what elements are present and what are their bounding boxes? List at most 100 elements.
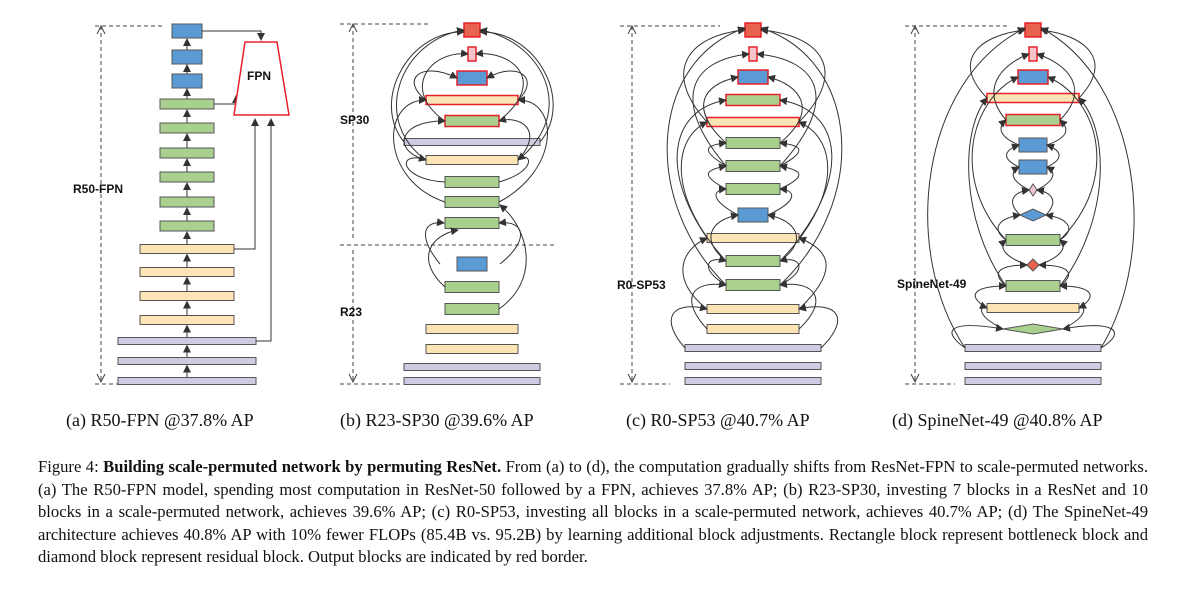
connection-arrow: [997, 261, 1028, 287]
connection-arrow: [998, 119, 1020, 146]
output-blue-block: [737, 69, 769, 85]
fpn-block: [233, 41, 290, 116]
green-block: [444, 217, 500, 229]
connection-arrow: [234, 118, 259, 250]
connection-arrow: [498, 218, 521, 265]
yellow-block: [425, 344, 519, 354]
green-block: [725, 255, 781, 267]
connection-arrow: [1038, 239, 1068, 266]
diamond-residual-block: [1028, 183, 1038, 197]
blue-block: [456, 256, 488, 272]
figure-diagrams: R50-FPN FPN SP30 R23 R0-SP53 SpineNet-49: [73, 22, 1135, 385]
caption-prefix: Figure 4:: [38, 457, 104, 476]
yellow-block: [706, 324, 800, 334]
green-block: [444, 176, 500, 188]
yellow-block: [425, 324, 519, 334]
connection-arrow: [978, 301, 1004, 330]
blue-block: [737, 207, 769, 223]
blue-block: [171, 49, 203, 65]
connection-arrow: [680, 121, 727, 262]
connection-arrow: [413, 70, 458, 101]
lavender-block: [117, 357, 257, 365]
connection-arrow: [969, 26, 1026, 99]
connection-arrow: [760, 26, 843, 286]
diamond-residual-block: [1018, 208, 1048, 222]
subcaption-d: (d) SpineNet-49 @40.8% AP: [892, 410, 1103, 430]
blue-block: [1018, 137, 1048, 153]
connection-arrow: [692, 50, 750, 167]
connection-arrow: [1059, 97, 1101, 287]
green-block: [444, 281, 500, 293]
connection-arrow: [998, 239, 1028, 266]
connection-arrow: [707, 163, 727, 190]
connection-arrow: [1006, 143, 1020, 168]
caption-body: From (a) to (d), the computation gradual…: [38, 457, 1149, 566]
yellow-block: [139, 315, 235, 325]
yellow-block: [986, 303, 1080, 313]
output-red-block: [463, 22, 481, 38]
connection-arrow: [779, 121, 829, 262]
lavender-block: [964, 377, 1102, 385]
connection-arrow: [256, 118, 275, 342]
connection-arrow: [927, 27, 1026, 349]
connection-arrow: [767, 212, 798, 262]
connection-arrow: [479, 27, 550, 161]
connection-arrow: [670, 303, 708, 349]
connection-arrow: [760, 26, 826, 123]
connection-arrow: [396, 27, 465, 161]
yellow-block: [139, 267, 235, 277]
connection-arrow: [391, 27, 465, 143]
connection-arrow: [1038, 261, 1069, 287]
output-red-block: [744, 22, 762, 38]
subcaption-a: (a) R50-FPN @37.8% AP: [66, 410, 254, 430]
connection-arrow: [993, 52, 1030, 121]
connection-arrow: [798, 303, 839, 349]
connection-arrow: [715, 185, 739, 216]
green-block: [444, 196, 500, 208]
top-label: SP30: [340, 113, 370, 127]
connection-arrow: [405, 154, 446, 183]
connection-arrow: [691, 280, 727, 330]
green-block: [725, 137, 781, 149]
output-pink-block: [1028, 46, 1038, 62]
connection-arrow: [1036, 187, 1054, 216]
connection-arrow: [1059, 282, 1091, 309]
connection-arrow: [475, 49, 524, 122]
connection-arrow: [767, 74, 803, 144]
connection-arrow: [425, 218, 445, 265]
connection-arrow: [798, 236, 827, 310]
blue-block: [171, 23, 203, 39]
connection-arrow: [1045, 212, 1070, 241]
green-block: [159, 220, 215, 232]
model-label: SpineNet-49: [897, 277, 967, 291]
diamond-residual-block: [1026, 258, 1040, 272]
connection-arrow: [422, 49, 469, 122]
green-block: [725, 160, 781, 172]
lavender-block: [403, 377, 541, 385]
lavender-block: [403, 363, 541, 371]
connection-arrow: [707, 255, 727, 286]
connection-arrow: [1036, 52, 1076, 121]
connection-arrow: [767, 185, 793, 216]
green-block: [159, 196, 215, 208]
connection-arrow: [666, 26, 746, 286]
connection-arrow: [1046, 143, 1060, 168]
subcaption-c: (c) R0-SP53 @40.7% AP: [626, 410, 810, 430]
yellow-block: [425, 155, 519, 165]
green-block: [725, 183, 781, 195]
diamond-residual-block: [1002, 323, 1064, 335]
green-block: [1005, 234, 1061, 246]
output-blue-block: [1017, 69, 1049, 85]
connection-arrow: [779, 163, 800, 190]
green-block: [159, 147, 215, 159]
lavender-block: [964, 362, 1102, 370]
connection-arrow: [968, 97, 1007, 287]
blue-block: [171, 73, 203, 89]
figure-caption: Figure 4: Building scale-permuted networ…: [38, 456, 1148, 569]
connection-arrow: [756, 50, 817, 167]
output-yellow-block: [986, 92, 1080, 104]
model-label: R50-FPN: [73, 182, 123, 196]
connection-arrow: [710, 212, 739, 262]
yellow-block: [139, 244, 235, 254]
connection-arrow: [683, 26, 746, 123]
